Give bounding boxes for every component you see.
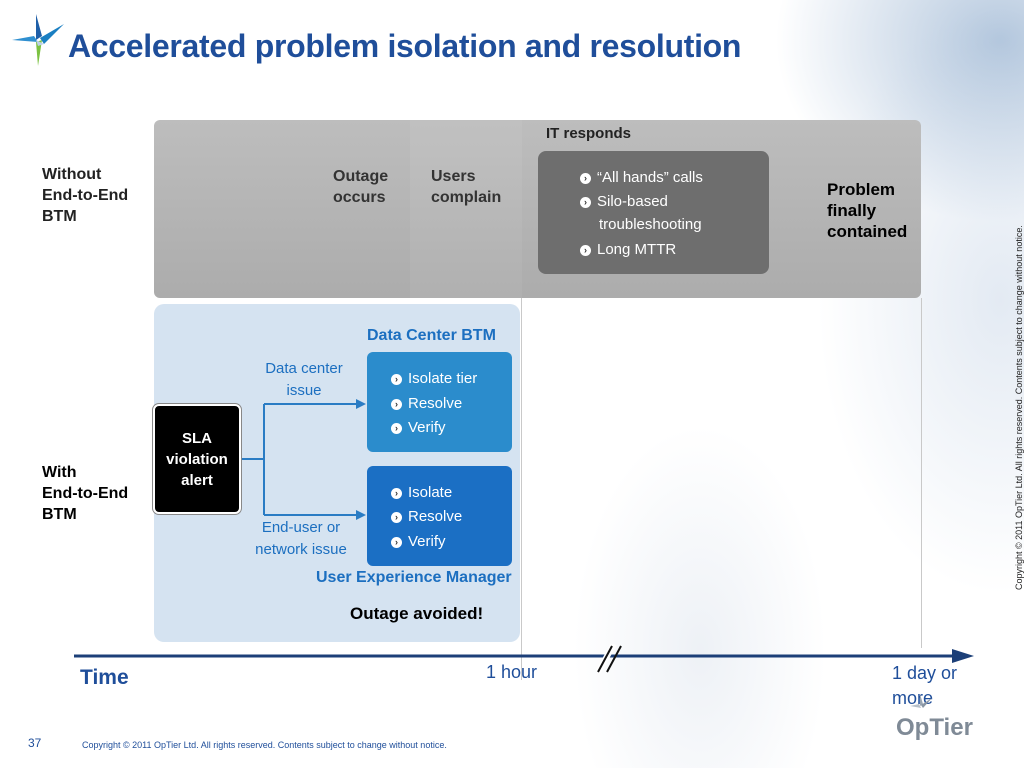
ux-item-isolate: ›Isolate	[391, 481, 452, 504]
without-btm-label: Without End-to-End BTM	[42, 166, 129, 225]
chevron-bullet-icon: ›	[580, 173, 591, 184]
it-responds-box	[538, 151, 769, 274]
one-day-label: 1 day or more	[892, 663, 958, 708]
page-number: 37	[28, 736, 42, 750]
branch-connector	[236, 399, 366, 520]
it-item-mttr: ›Long MTTR	[580, 238, 676, 261]
data-center-issue-label: Data center issue	[265, 360, 343, 399]
users-complain-column	[410, 120, 522, 298]
dc-item-isolate-tier: ›Isolate tier	[391, 367, 477, 390]
sla-violation-alert: SLA violation alert	[153, 404, 241, 514]
page-title: Accelerated problem isolation and resolu…	[68, 28, 742, 64]
dc-item-verify: ›Verify	[391, 416, 446, 439]
users-complain-label: Users complain	[431, 168, 502, 206]
it-responds-label: IT responds	[546, 125, 632, 142]
end-user-issue-label: End-user or network issue	[255, 519, 347, 558]
outage-occurs-label: Outage occurs	[333, 168, 389, 206]
chevron-bullet-icon: ›	[580, 245, 591, 256]
chevron-bullet-icon: ›	[391, 488, 402, 499]
chevron-bullet-icon: ›	[391, 399, 402, 410]
chevron-bullet-icon: ›	[391, 512, 402, 523]
chevron-bullet-icon: ›	[391, 537, 402, 548]
dc-item-resolve: ›Resolve	[391, 392, 462, 415]
chevron-bullet-icon: ›	[391, 374, 402, 385]
guide-line-day	[921, 298, 922, 648]
footer-copyright: Copyright © 2011 OpTier Ltd. All rights …	[82, 740, 447, 750]
chevron-bullet-icon: ›	[391, 423, 402, 434]
problem-contained-label: Problem finally contained	[827, 180, 908, 241]
star-logo-icon	[12, 14, 64, 66]
it-item-silo: ›Silo-based	[580, 190, 668, 213]
optier-logo-text: OpTier	[896, 714, 973, 741]
optier-logo-mark-icon	[910, 694, 932, 708]
timeline-arrow	[74, 644, 974, 674]
without-btm-band	[154, 120, 921, 298]
it-item-silo-cont: troubleshooting	[599, 216, 702, 233]
chevron-bullet-icon: ›	[580, 197, 591, 208]
with-btm-label: With End-to-End BTM	[42, 464, 129, 523]
data-center-btm-title: Data Center BTM	[367, 327, 496, 344]
one-hour-label: 1 hour	[486, 662, 538, 682]
user-experience-manager-title: User Experience Manager	[316, 569, 512, 586]
time-axis-label: Time	[80, 666, 129, 689]
side-copyright: Copyright © 2011 OpTier Ltd. All rights …	[1014, 225, 1024, 590]
outage-avoided-label: Outage avoided!	[350, 604, 484, 623]
ux-item-verify: ›Verify	[391, 530, 446, 553]
it-item-all-hands: ›“All hands” calls	[580, 166, 703, 189]
ux-item-resolve: ›Resolve	[391, 505, 462, 528]
guide-line-hour	[521, 120, 522, 680]
